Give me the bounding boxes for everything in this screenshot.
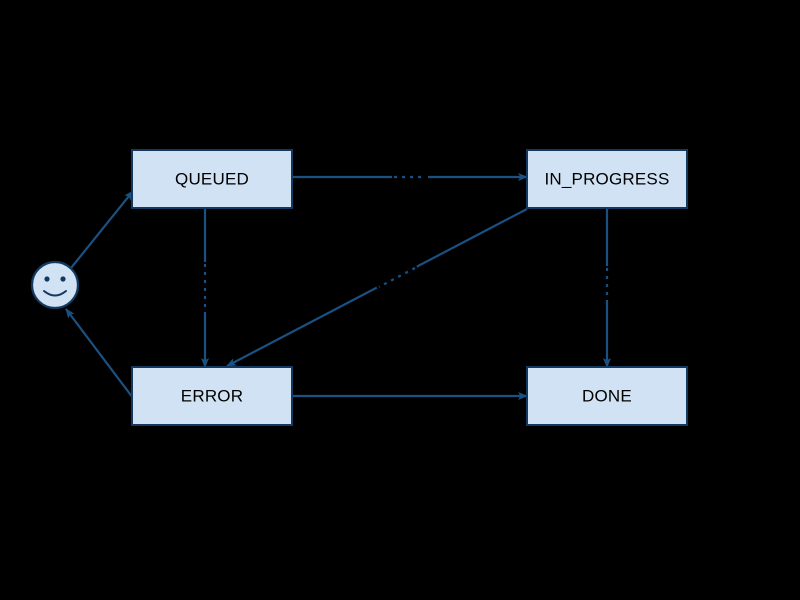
state-node-done-box [526, 366, 688, 426]
state-node-in-progress-label: IN_PROGRESS [544, 169, 669, 188]
state-node-queued-box [131, 149, 293, 209]
smiley-eye-left-icon [44, 276, 50, 282]
state-node-in-progress[interactable]: IN_PROGRESS [526, 149, 688, 209]
smiley-mouth-icon [43, 290, 67, 297]
edge-error-to-start[interactable] [65, 308, 134, 399]
state-node-done-label: DONE [582, 386, 632, 405]
state-node-queued[interactable]: QUEUED [131, 149, 293, 209]
edge-start-to-queued[interactable] [70, 190, 134, 269]
edge-in-progress-to-error-label-gap [376, 265, 418, 290]
state-node-error-box [131, 366, 293, 426]
state-node-done[interactable]: DONE [526, 366, 688, 426]
state-node-in-progress-box [526, 149, 688, 209]
smiley-eye-right-icon [60, 276, 66, 282]
edge-start-to-queued-line [70, 190, 134, 269]
edge-in-progress-to-error-label-dots [378, 267, 416, 288]
edge-in-progress-to-error[interactable] [226, 208, 528, 367]
state-node-queued-label: QUEUED [175, 169, 249, 188]
smiley-face-icon [30, 260, 80, 310]
edge-error-to-start-line [65, 308, 134, 399]
start-state[interactable] [30, 260, 80, 310]
state-node-error-label: ERROR [181, 386, 243, 405]
state-node-error[interactable]: ERROR [131, 366, 293, 426]
